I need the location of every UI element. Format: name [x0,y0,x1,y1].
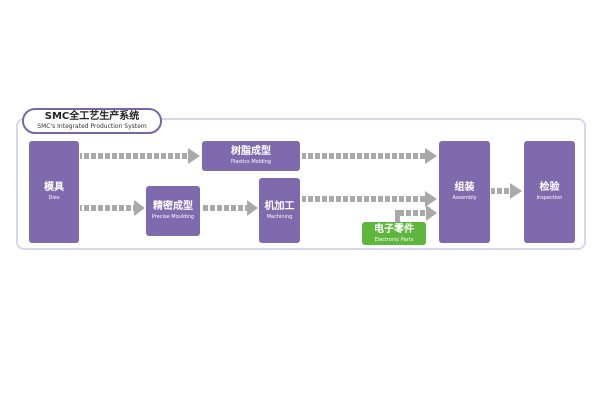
arrow-machining-to-assembly [302,191,437,207]
node-machining: 机加工 Machining [259,178,300,243]
node-electronic-parts-sub: Electronic Parts [374,236,414,243]
node-precise-moulding: 精密成型 Precise Moulding [146,186,200,236]
node-plastics-molding: 树脂成型 Plastics Molding [202,141,300,171]
arrow-assembly-to-inspection [491,183,522,199]
node-precise-moulding-sub: Precise Moulding [151,214,195,220]
arrow-dies-to-precise [80,200,145,216]
node-machining-label: 机加工 [264,200,295,212]
node-machining-sub: Machining [266,213,293,220]
diagram-title-text: SMC全工艺生产系统 [44,111,140,122]
node-dies: 模具 Dies [29,141,79,243]
node-dies-sub: Dies [48,195,60,201]
diagram-subtitle-text: SMC's Integrated Production System [37,123,147,130]
node-dies-label: 模具 [44,182,64,193]
node-plastics-molding-sub: Plastics Molding [230,159,272,165]
arrow-plastics-to-assembly [302,148,437,164]
node-inspection-sub: Inspection [536,195,563,201]
node-inspection-label: 检验 [539,182,560,193]
node-assembly-sub: Assembly [452,195,477,201]
arrow-precise-to-machining [201,200,258,216]
system-frame [16,118,586,250]
arrow-dies-to-plastics [80,148,200,164]
node-inspection: 检验 Inspection [524,141,575,243]
node-precise-moulding-label: 精密成型 [153,201,193,212]
diagram-title: SMC全工艺生产系统 SMC's Integrated Production S… [22,108,162,134]
node-electronic-parts: 电子零件 Electronic Parts [362,222,426,245]
node-plastics-molding-label: 树脂成型 [231,146,271,157]
node-assembly: 组装 Assembly [439,141,490,243]
node-electronic-parts-label: 电子零件 [374,223,414,235]
node-assembly-label: 组装 [454,182,475,193]
arrow-electronic-to-assembly [395,205,437,222]
